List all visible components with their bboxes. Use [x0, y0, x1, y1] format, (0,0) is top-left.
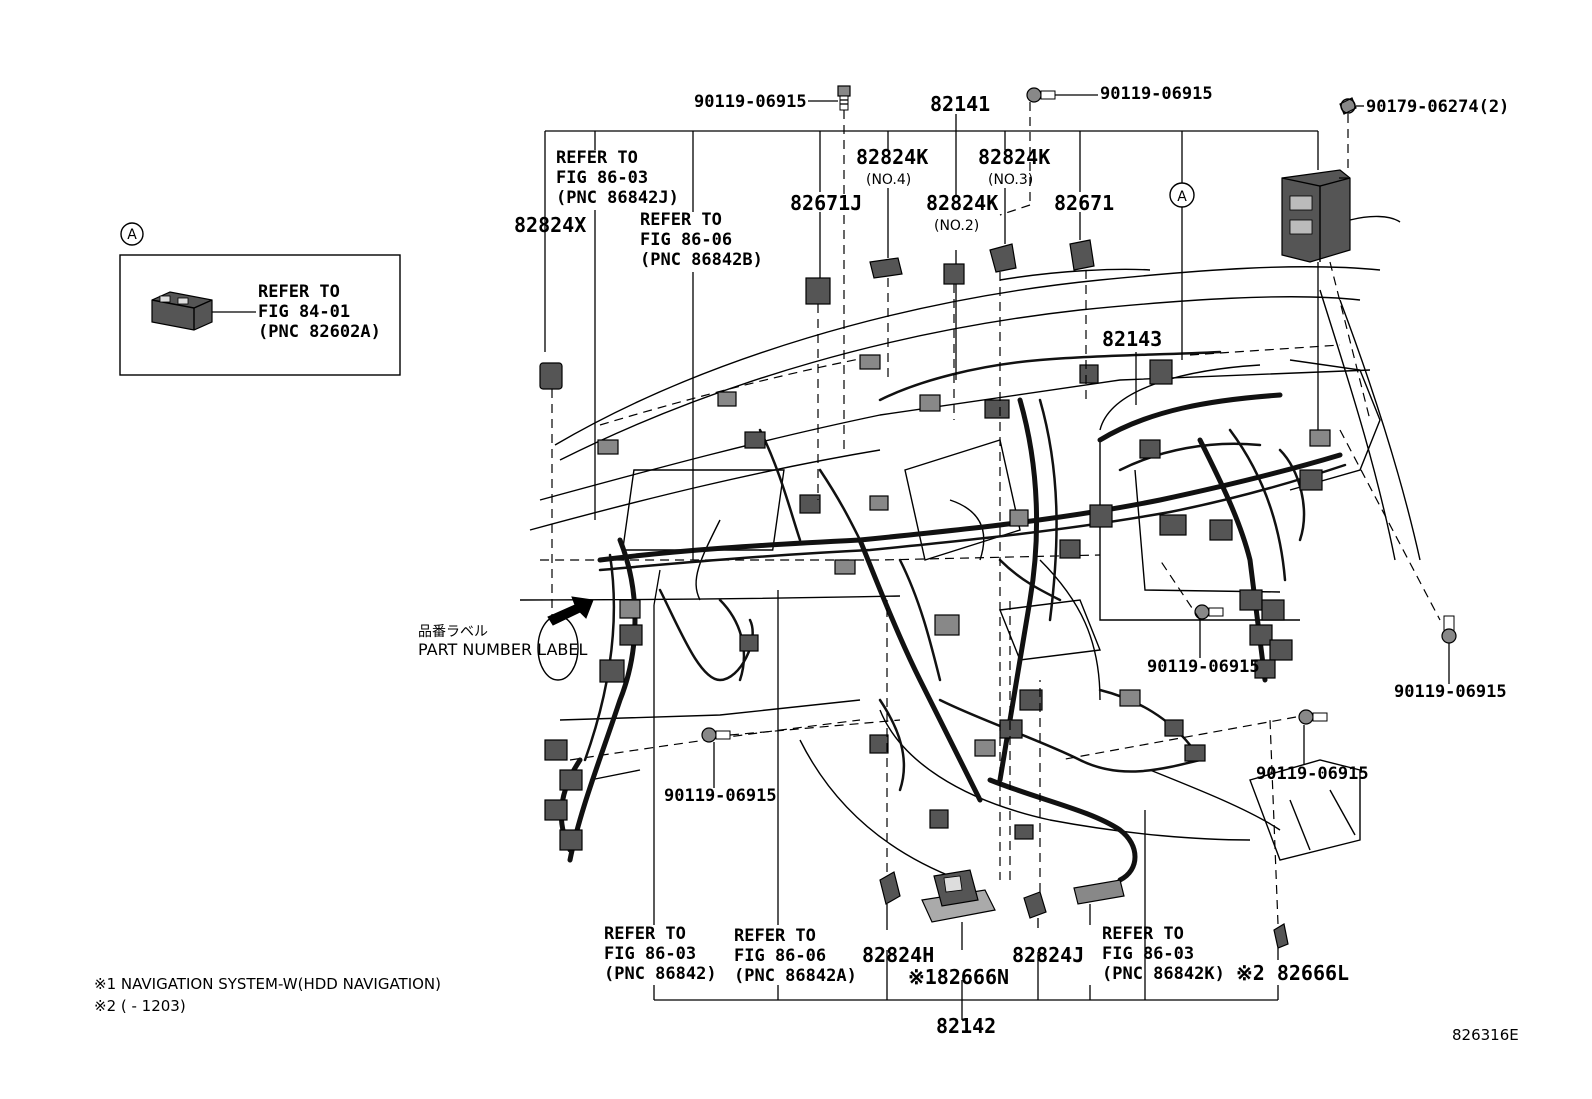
- label-refer-86842-line3: (PNC 86842): [604, 964, 717, 984]
- label-82671j: 82671J: [790, 191, 862, 215]
- label-82824j: 82824J: [1012, 943, 1084, 967]
- bolt-far-right-icon: [1441, 615, 1457, 644]
- relay-block-icon: [1281, 169, 1351, 263]
- inset-refer-line2: FIG 84-01: [258, 302, 350, 322]
- label-bolt-lower-right: 90119-06915: [1256, 764, 1369, 784]
- label-refer-b-line3: (PNC 86842B): [640, 250, 763, 270]
- top-leaders: [544, 94, 1364, 560]
- label-bolt-far-right: 90119-06915: [1394, 682, 1507, 702]
- inset-frame: [119, 254, 401, 376]
- inset-connector-icon: [151, 291, 213, 331]
- label-refer-86842a-line1: REFER TO: [734, 926, 816, 946]
- label-refer-j-line2: FIG 86-03: [556, 168, 648, 188]
- connector-86842k: [1073, 879, 1125, 905]
- label-bolt-top-left: 90119-06915: [694, 92, 807, 112]
- connector-82824k-no3: [989, 243, 1017, 273]
- label-82666n: ※182666N: [908, 965, 1009, 989]
- label-refer-86842-line2: FIG 86-03: [604, 944, 696, 964]
- label-refer-86842k-line3: (PNC 86842K): [1102, 964, 1225, 984]
- label-82142: 82142: [936, 1014, 996, 1038]
- label-82824k-no4: 82824K: [856, 145, 928, 169]
- label-note-no3: (NO.3): [988, 172, 1033, 188]
- connector-82671: [1069, 239, 1095, 271]
- footnote-2: ※2 ( - 1203): [94, 997, 186, 1015]
- right-bolts: [701, 559, 1457, 788]
- label-refer-b-line2: FIG 86-06: [640, 230, 732, 250]
- inset-marker: A: [127, 227, 137, 243]
- connector-82824x: [539, 362, 563, 390]
- label-marker-a: A: [1177, 189, 1187, 205]
- label-82141: 82141: [930, 92, 990, 116]
- part-number-label-marker: [537, 596, 594, 681]
- label-refer-86842a-line2: FIG 86-06: [734, 946, 826, 966]
- top-parts: [539, 85, 1357, 390]
- label-82143: 82143: [1102, 327, 1162, 351]
- top-dashed-guides: [551, 102, 1441, 880]
- label-82824h: 82824H: [862, 943, 934, 967]
- diagram-code: 826316E: [1452, 1026, 1519, 1044]
- bolt-lower-left-icon: [701, 727, 731, 743]
- bolt-mid-right-icon: [1194, 604, 1224, 620]
- bottom-parts: [879, 869, 1289, 949]
- label-82824x: 82824X: [514, 213, 586, 237]
- label-refer-j-line1: REFER TO: [556, 148, 638, 168]
- connector-82824h: [879, 871, 901, 905]
- label-refer-j-line3: (PNC 86842J): [556, 188, 679, 208]
- inset-refer-line3: (PNC 82602A): [258, 322, 381, 342]
- inset-refer-line1: REFER TO: [258, 282, 340, 302]
- footnote-1: ※1 NAVIGATION SYSTEM-W(HDD NAVIGATION): [94, 975, 441, 993]
- label-note-no4: (NO.4): [866, 172, 911, 188]
- connector-82824k-no2: [943, 263, 965, 285]
- inset-marker-circle: [120, 222, 144, 246]
- label-bolt-top-mid: 90119-06915: [1100, 84, 1213, 104]
- label-refer-86842k-line2: FIG 86-03: [1102, 944, 1194, 964]
- label-note-no2: (NO.2): [934, 218, 979, 234]
- dashboard-outline: [519, 215, 1421, 881]
- connector-82824j: [1023, 891, 1047, 919]
- inset-a: A REFER TO FIG 84-01 (PNC 82602A): [119, 222, 401, 376]
- label-refer-86842a-line3: (PNC 86842A): [734, 966, 857, 986]
- bolt-top-left-icon: [837, 85, 851, 111]
- label-clip-top-right: 90179-06274(2): [1366, 97, 1509, 117]
- module-82666n-icon: [921, 869, 996, 923]
- bottom-leaders: [653, 569, 1279, 1020]
- labels: 90119-06915 82141 90119-06915 90179-0627…: [94, 84, 1519, 1044]
- connector-82824k-no4: [869, 257, 903, 279]
- label-82824k-no3: 82824K: [978, 145, 1050, 169]
- bolt-top-mid-icon: [1026, 87, 1056, 103]
- label-82671: 82671: [1054, 191, 1114, 215]
- part-number-label-jp: 品番ラベル: [418, 624, 488, 640]
- clip-82666l: [1273, 923, 1289, 949]
- label-bolt-lower-left: 90119-06915: [664, 786, 777, 806]
- label-82666l: ※2 82666L: [1236, 961, 1349, 985]
- harness-connectors: [544, 354, 1331, 851]
- part-number-label-en: PART NUMBER LABEL: [418, 640, 587, 659]
- label-82824k-no2: 82824K: [926, 191, 998, 215]
- label-bolt-mid-right: 90119-06915: [1147, 657, 1260, 677]
- label-refer-86842-line1: REFER TO: [604, 924, 686, 944]
- bolt-lower-right-icon: [1298, 709, 1328, 725]
- connector-82671j: [805, 277, 831, 305]
- label-refer-b-line1: REFER TO: [640, 210, 722, 230]
- marker-a-circle: [1169, 182, 1195, 208]
- clip-top-right-icon: [1339, 97, 1357, 115]
- label-refer-86842k-line1: REFER TO: [1102, 924, 1184, 944]
